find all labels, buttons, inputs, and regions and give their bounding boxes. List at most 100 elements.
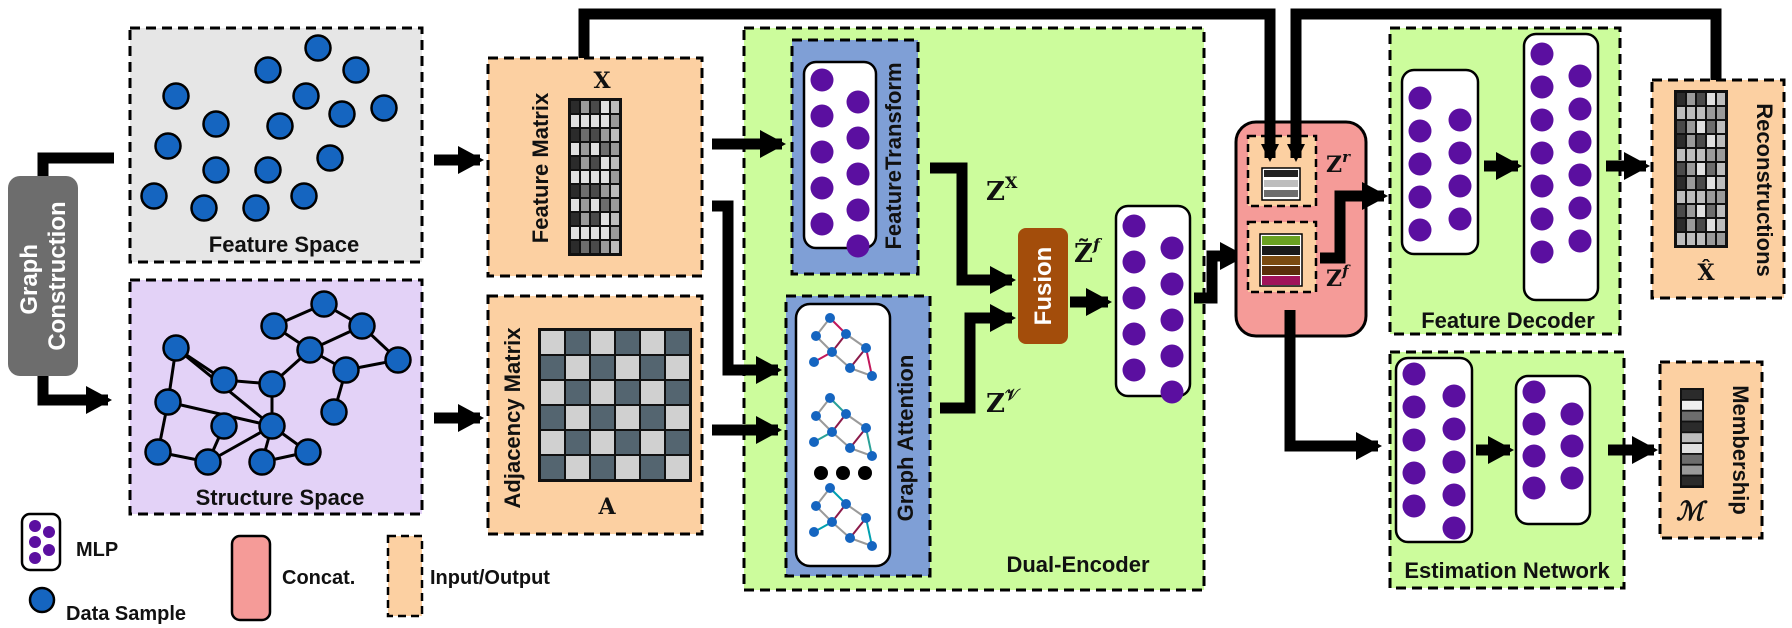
mlp-neuron [1568, 64, 1592, 88]
adjacency-matrix-label: Adjacency Matrix [500, 327, 525, 509]
mlp-neuron [1530, 174, 1554, 198]
recon-matrix-cell [1687, 177, 1695, 189]
adjacency-cell [641, 456, 664, 479]
recon-matrix-cell [1687, 93, 1695, 105]
attention-node [841, 409, 851, 419]
graph-node [320, 398, 348, 426]
feature-matrix-label: Feature Matrix [528, 92, 553, 243]
adjacency-cell [591, 331, 614, 354]
recon-matrix-cell [1687, 205, 1695, 217]
arrow-concat-to-decoder [1320, 182, 1388, 264]
adjacency-cell [666, 381, 689, 404]
feature-matrix-panel: X Feature Matrix [486, 56, 704, 278]
adjacency-cell [666, 406, 689, 429]
adjacency-matrix-panel: A Adjacency Matrix [486, 294, 704, 536]
feature-matrix-cell [591, 185, 599, 197]
attention-node [861, 423, 871, 433]
recon-matrix-cell [1677, 149, 1685, 161]
feature-decoder-label: Feature Decoder [1421, 308, 1595, 333]
mlp-neuron [1448, 141, 1472, 165]
membership-label: Membership [1728, 385, 1753, 515]
reconstructions-label: Reconstructions [1752, 103, 1777, 277]
adjacency-cell [566, 431, 589, 454]
mlp-neuron [1530, 108, 1554, 132]
recon-matrix-cell [1687, 219, 1695, 231]
adjacency-cell [641, 356, 664, 379]
graph-node [258, 412, 286, 440]
recon-matrix-cell [1707, 177, 1715, 189]
mlp-neuron [1448, 174, 1472, 198]
ellipsis-dot [858, 466, 872, 480]
data-sample-node [254, 156, 282, 184]
feature-matrix-cell [571, 115, 579, 127]
attention-node [827, 427, 837, 437]
mlp-neuron [810, 212, 834, 236]
attention-node [861, 513, 871, 523]
recon-matrix-cell [1677, 219, 1685, 231]
reconstructions-symbol: X̂ [1697, 260, 1715, 286]
recon-matrix-cell [1677, 93, 1685, 105]
data-sample-node [328, 100, 356, 128]
graph-node [210, 412, 238, 440]
feature-matrix-cell [591, 101, 599, 113]
mlp-neuron [1408, 119, 1432, 143]
mlp-neuron [1408, 218, 1432, 242]
feature-matrix-cell [601, 101, 609, 113]
feature-matrix-cell [581, 241, 589, 253]
mlp-neuron [810, 140, 834, 164]
zf-label: Zf [1326, 262, 1351, 292]
mlp-neuron [846, 90, 870, 114]
arrow-mlp-to-concat [1194, 242, 1246, 304]
mlp-neuron [810, 176, 834, 200]
membership-cell [1682, 433, 1702, 443]
recon-matrix-cell [1697, 121, 1705, 133]
adjacency-cell [616, 381, 639, 404]
feature-matrix-cell [611, 199, 619, 211]
graph-node [260, 312, 288, 340]
recon-matrix-cell [1717, 149, 1725, 161]
data-sample-node [202, 110, 230, 138]
membership-cell [1682, 454, 1702, 464]
adjacency-cell [616, 431, 639, 454]
feature-space-panel: Feature Space [128, 26, 424, 264]
data-sample-node [190, 194, 218, 222]
recon-matrix-cell [1707, 233, 1715, 245]
mlp-neuron [1530, 207, 1554, 231]
feature-matrix-cell [571, 185, 579, 197]
attention-node [845, 363, 855, 373]
graph-node [348, 312, 376, 340]
feature-transform-mlp [810, 68, 870, 258]
mlp-neuron [1442, 516, 1466, 540]
attention-node [861, 343, 871, 353]
feature-matrix-cell [571, 143, 579, 155]
feature-space-label: Feature Space [209, 232, 359, 257]
skip-arrow-xhat-to-zr [1287, 8, 1722, 162]
recon-matrix-cell [1697, 163, 1705, 175]
attention-node [827, 517, 837, 527]
mlp-neuron [1568, 97, 1592, 121]
feature-matrix-cell [581, 143, 589, 155]
recon-matrix-cell [1697, 135, 1705, 147]
mlp-neuron [1560, 466, 1584, 490]
attention-node [825, 313, 835, 323]
graph-node [332, 356, 360, 384]
graph-node [258, 370, 286, 398]
zx-label: ZX [986, 173, 1018, 207]
legend-mlp-label: MLP [76, 539, 118, 561]
recon-matrix-cell [1707, 163, 1715, 175]
recon-matrix-cell [1707, 205, 1715, 217]
recon-matrix-cell [1717, 205, 1725, 217]
legend-data-sample-icon [28, 586, 56, 614]
mlp-neuron [1122, 250, 1146, 274]
adjacency-cell [566, 331, 589, 354]
attention-node [841, 499, 851, 509]
arrow-feature-matrix-to-attention [712, 200, 782, 384]
recon-matrix-cell [1707, 121, 1715, 133]
feature-matrix-cell [601, 199, 609, 211]
recon-matrix-cell [1707, 107, 1715, 119]
recon-matrix-cell [1677, 163, 1685, 175]
recon-matrix-cell [1717, 93, 1725, 105]
feature-matrix-cell [591, 143, 599, 155]
feature-matrix-cell [571, 157, 579, 169]
attention-node [811, 501, 821, 511]
